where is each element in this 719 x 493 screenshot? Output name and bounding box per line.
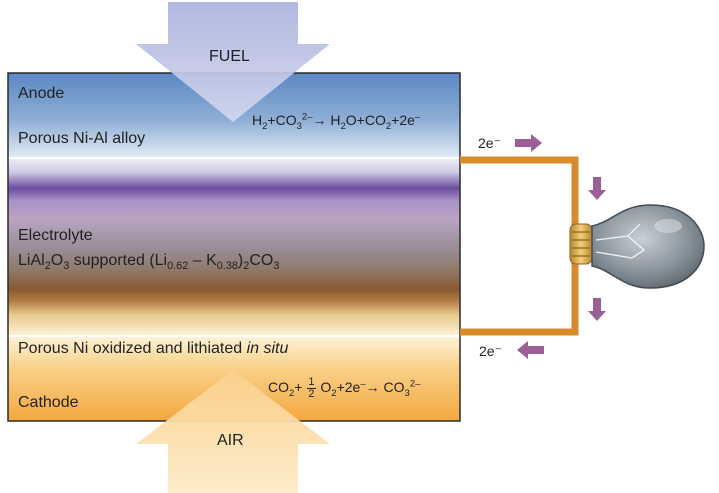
cathode-material-label: Porous Ni oxidized and lithiated in situ bbox=[18, 340, 289, 357]
current-arrow-lower bbox=[588, 298, 606, 321]
fuel-arrow bbox=[136, 2, 330, 122]
electrolyte-formula: LiAl2O3 supported (Li0.62 – K0.38)2CO3 bbox=[18, 252, 280, 273]
anode-reaction-equation: H2+CO32–→ H2O+CO2+2e– bbox=[252, 111, 421, 132]
electron-arrow-bottom bbox=[517, 341, 544, 359]
electrolyte-label: Electrolyte bbox=[18, 227, 93, 244]
cathode-label: Cathode bbox=[18, 394, 79, 411]
circuit-wire bbox=[460, 156, 579, 336]
electron-arrow-top bbox=[515, 134, 542, 152]
fuel-label: FUEL bbox=[209, 48, 250, 65]
light-bulb-icon bbox=[569, 204, 705, 289]
anode-material-label: Porous Ni-Al alloy bbox=[18, 130, 146, 147]
electron-label-top: 2e⁻ bbox=[478, 135, 501, 151]
anode-label: Anode bbox=[18, 85, 65, 102]
electrolyte-layer bbox=[8, 158, 460, 336]
current-arrow-upper bbox=[588, 177, 606, 200]
air-label: AIR bbox=[217, 432, 244, 449]
electron-label-bottom: 2e⁻ bbox=[479, 343, 502, 359]
air-arrow bbox=[136, 370, 330, 493]
